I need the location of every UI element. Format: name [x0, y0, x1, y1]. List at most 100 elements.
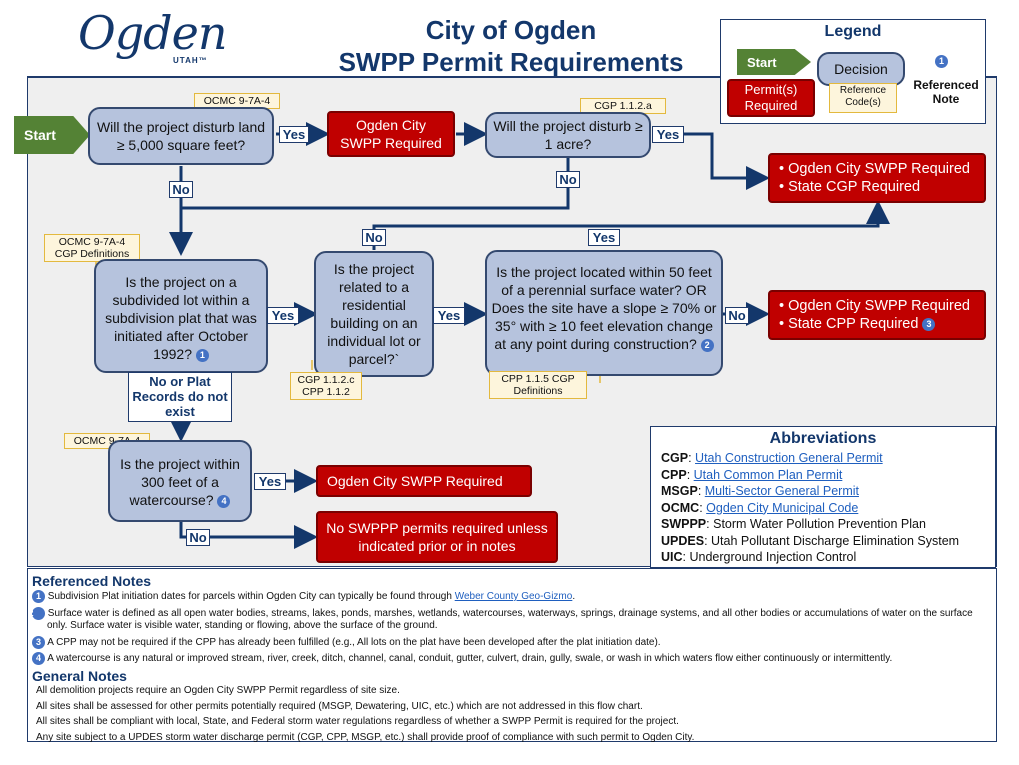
- abbreviation-definition: Underground Injection Control: [689, 550, 857, 564]
- abbreviation-term: UIC: [661, 550, 683, 564]
- legend-referenced-note: Referenced Note: [913, 78, 979, 106]
- r3-note-marker: 3: [922, 317, 936, 331]
- abbreviation-term: OCMC: [661, 500, 700, 515]
- abbreviation-separator: :: [706, 517, 714, 531]
- legend-note-marker: 1: [935, 53, 948, 71]
- abbreviation-definition: Utah Pollutant Discharge Elimination Sys…: [711, 533, 960, 548]
- result-swpp-cgp: • Ogden City SWPP Required • State CGP R…: [768, 153, 986, 203]
- notes-panel: Referenced Notes 1 Subdivision Plat init…: [27, 568, 997, 743]
- legend-box: Legend Start Decision 1 Referenced Note …: [720, 19, 986, 124]
- abbreviation-term: CPP: [661, 467, 687, 482]
- logo-sub: UTAH™: [173, 56, 208, 65]
- legend-ref-code: Reference Code(s): [829, 83, 897, 113]
- abbreviation-separator: :: [699, 500, 707, 515]
- abbreviations-box: Abbreviations CGP: Utah Construction Gen…: [650, 426, 996, 568]
- note-2-marker: 2: [28, 606, 45, 620]
- ogden-logo: Ogden UTAH™: [78, 6, 238, 74]
- abbreviation-definition: Storm Water Pollution Prevention Plan: [713, 517, 926, 531]
- q6-no-label: No: [186, 529, 210, 546]
- abbreviation-definition[interactable]: Utah Common Plan Permit: [693, 467, 843, 482]
- abbreviation-term: CGP: [661, 451, 689, 465]
- referenced-note-1: 1 Subdivision Plat initiation dates for …: [32, 590, 990, 604]
- q4-ref-code: CGP 1.1.2.c CPP 1.1.2: [290, 372, 362, 400]
- abbreviation-term: UPDES: [661, 533, 705, 548]
- q4-decision: Is the project related to a residential …: [314, 251, 434, 377]
- q5-yes-label: Yes: [588, 229, 620, 246]
- result-no-permits: No SWPPP permits required unless indicat…: [316, 511, 558, 563]
- geo-gizmo-link[interactable]: Weber County Geo-Gizmo: [454, 591, 573, 603]
- abbreviation-term: MSGP: [661, 484, 698, 498]
- q3-yes-label: Yes: [267, 307, 299, 324]
- flow-start: Start: [14, 116, 90, 154]
- q6-note-marker: 4: [217, 494, 231, 508]
- abbreviation-term: SWPPP: [661, 517, 707, 531]
- abbreviation-row: CGP: Utah Construction General Permit: [661, 450, 995, 467]
- abbreviation-separator: :: [697, 484, 705, 498]
- q1-yes-label: Yes: [279, 126, 309, 143]
- q5-note-marker: 2: [700, 338, 714, 352]
- abbreviation-separator: :: [704, 533, 712, 548]
- result-swpp-cgp-line1: • Ogden City SWPP Required: [779, 161, 970, 177]
- legend-decision: Decision: [817, 52, 905, 86]
- abbreviation-separator: :: [688, 451, 696, 465]
- result-swpp-cpp-line2: • State CPP Required: [779, 316, 919, 332]
- abbreviation-definition[interactable]: Utah Construction General Permit: [695, 451, 883, 465]
- result-ogden-swpp-1: Ogden City SWPP Required: [327, 111, 455, 157]
- q2-yes-label: Yes: [652, 126, 684, 143]
- q4-yes-label: Yes: [433, 307, 465, 324]
- general-note: All sites shall be assessed for other pe…: [36, 700, 643, 712]
- abbreviations-title: Abbreviations: [769, 430, 877, 447]
- general-notes-title: General Notes: [32, 668, 127, 685]
- q5-text: Is the project located within 50 feet of…: [491, 264, 717, 352]
- abbreviation-row: UPDES: Utah Pollutant Discharge Eliminat…: [661, 533, 995, 550]
- result-ogden-swpp-2: Ogden City SWPP Required: [316, 465, 532, 497]
- q5-decision: Is the project located within 50 feet of…: [485, 250, 723, 376]
- q2-no-label: No: [556, 171, 580, 188]
- legend-title: Legend: [824, 23, 882, 40]
- q5-no-label: No: [725, 307, 749, 324]
- referenced-notes-title: Referenced Notes: [32, 573, 152, 589]
- note-4-text: A watercourse is any natural or improved…: [47, 653, 893, 665]
- abbreviation-row: SWPPP: Storm Water Pollution Prevention …: [661, 516, 995, 533]
- abbreviation-definition[interactable]: Ogden City Municipal Code: [706, 500, 859, 515]
- abbreviation-separator: :: [682, 550, 690, 564]
- q3-no-plat-label: No or Plat Records do not exist: [128, 372, 232, 422]
- abbreviation-row: MSGP: Multi-Sector General Permit: [661, 483, 995, 500]
- abbreviation-row: UIC: Underground Injection Control: [661, 549, 995, 566]
- q6-text: Is the project within 300 feet of a wate…: [120, 456, 240, 508]
- referenced-note-4: 4 A watercourse is any natural or improv…: [32, 652, 990, 666]
- q4-no-label: No: [362, 229, 386, 246]
- referenced-note-2: 2 Surface water is defined as all open w…: [28, 606, 990, 633]
- note-1-text: Subdivision Plat initiation dates for pa…: [47, 591, 452, 603]
- abbreviation-definition[interactable]: Multi-Sector General Permit: [704, 484, 859, 498]
- q1-ref-code: OCMC 9-7A-4: [194, 93, 280, 109]
- general-note: All sites shall be compliant with local,…: [36, 716, 679, 728]
- q3-decision: Is the project on a subdivided lot withi…: [94, 259, 268, 373]
- q5-ref-code: CPP 1.1.5 CGP Definitions: [489, 371, 587, 399]
- note-3-marker: 3: [32, 635, 45, 649]
- result-swpp-cpp: • Ogden City SWPP Required • State CPP R…: [768, 290, 986, 340]
- q1-no-label: No: [169, 181, 193, 198]
- legend-start: Start: [737, 49, 811, 75]
- abbreviation-row: CPP: Utah Common Plan Permit: [661, 467, 995, 484]
- q6-decision: Is the project within 300 feet of a wate…: [108, 440, 252, 522]
- general-note: All demolition projects require an Ogden…: [36, 685, 400, 697]
- abbreviation-separator: :: [686, 467, 694, 482]
- abbreviation-row: OCMC: Ogden City Municipal Code: [661, 500, 995, 517]
- note-2-text: Surface water is defined as all open wat…: [47, 607, 973, 632]
- note-1-marker: 1: [32, 590, 45, 603]
- result-swpp-cpp-line2-row: • State CPP Required 3: [779, 315, 936, 333]
- referenced-note-3: 3 A CPP may not be required if the CPP h…: [32, 635, 990, 650]
- result-swpp-cgp-line2: • State CGP Required: [779, 179, 921, 195]
- q6-yes-label: Yes: [254, 473, 286, 490]
- q3-note-marker: 1: [195, 348, 209, 362]
- q1-decision: Will the project disturb land ≥ 5,000 sq…: [88, 107, 274, 165]
- arrow-q2-no: [181, 158, 570, 210]
- arrow-q4-no-q5-yes: [372, 200, 890, 250]
- q3-text: Is the project on a subdivided lot withi…: [105, 274, 257, 362]
- title-line2: SWPP Permit Requirements: [338, 47, 684, 77]
- result-swpp-cpp-line1: • Ogden City SWPP Required: [779, 298, 970, 314]
- note-3-text: A CPP may not be required if the CPP has…: [47, 636, 661, 648]
- general-note: Any site subject to a UPDES storm water …: [36, 731, 695, 743]
